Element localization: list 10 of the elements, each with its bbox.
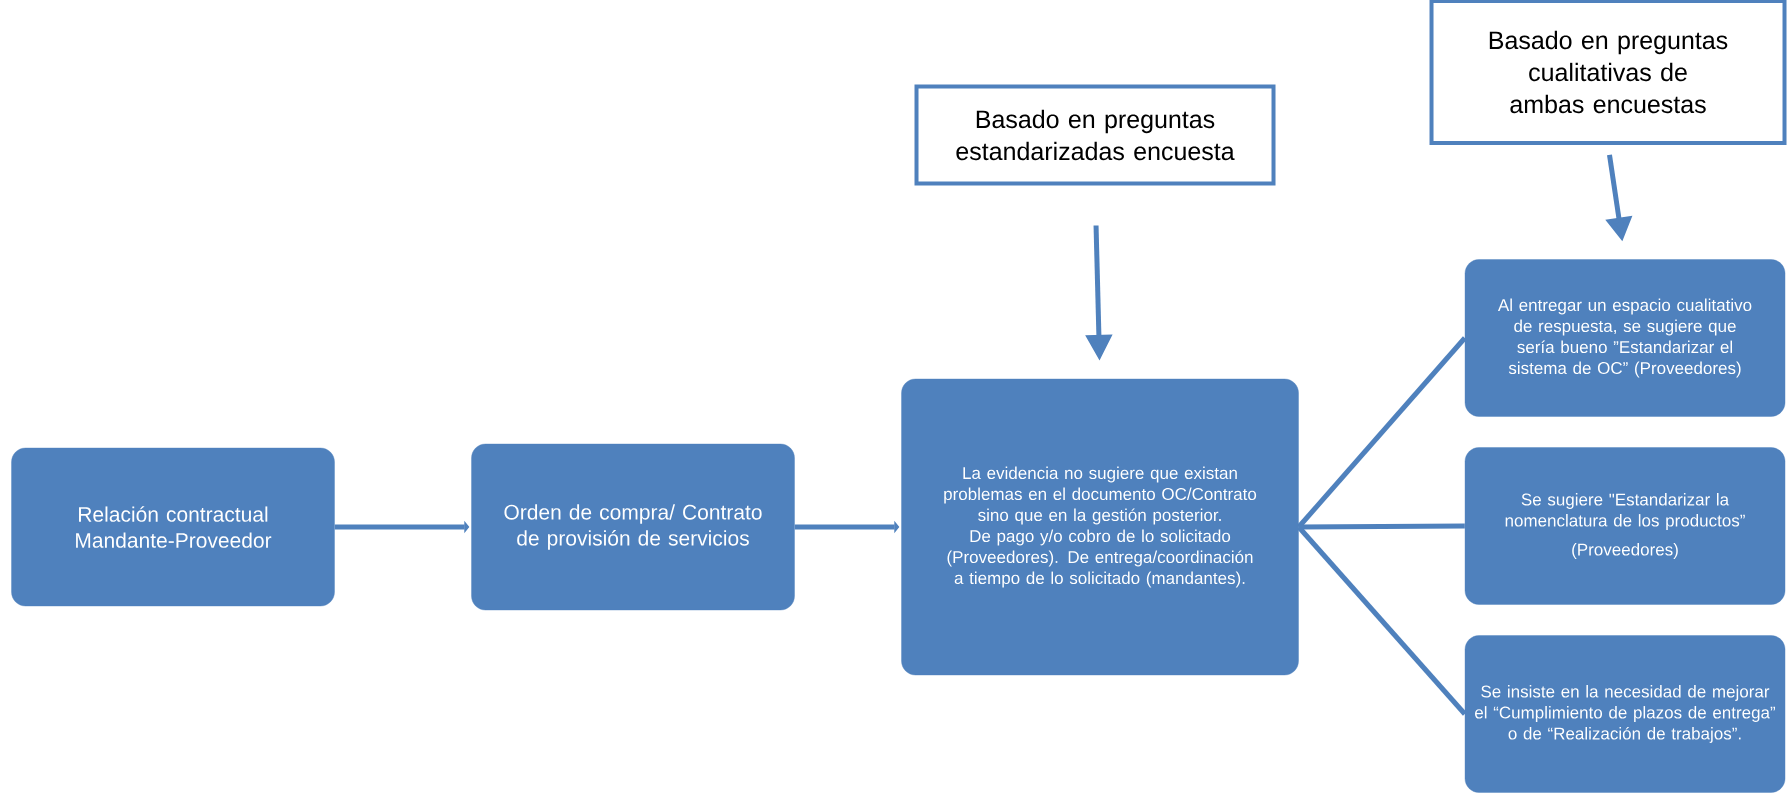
process-box: Se sugiere "Estandarizar la nomenclatura de los productos” (Proveedores) (1464, 447, 1786, 605)
connector-line (1296, 336, 1467, 529)
note-box: Basado en preguntas estandarizadas encuesta (914, 84, 1276, 186)
note-box: Basado en preguntas cualitativas de ambas encuestas (1429, 0, 1787, 145)
process-box: Orden de compra/ Contrato de provisión de servicios (471, 443, 795, 611)
connector-line (1296, 525, 1467, 716)
process-box: Se insiste en la necesidad de mejorar el “Cumplimiento de plazos de entrega” o de “Realización de trabajos”. (1464, 635, 1786, 793)
process-box: Relación contractual Mandante-Proveedor (11, 447, 335, 607)
process-box: La evidencia no sugiere que existan problemas en el documento OC/Contrato sino que en la gestión posterior. De pago y/o cobro de lo solicitado (Proveedores). De entrega/coordinación a tiempo de lo solicitado (mandantes). (901, 378, 1299, 676)
process-box: Al entregar un espacio cualitativo de respuesta, se sugiere que sería bueno ”Estandarizar el sistema de OC” (Proveedores) (1464, 259, 1786, 417)
